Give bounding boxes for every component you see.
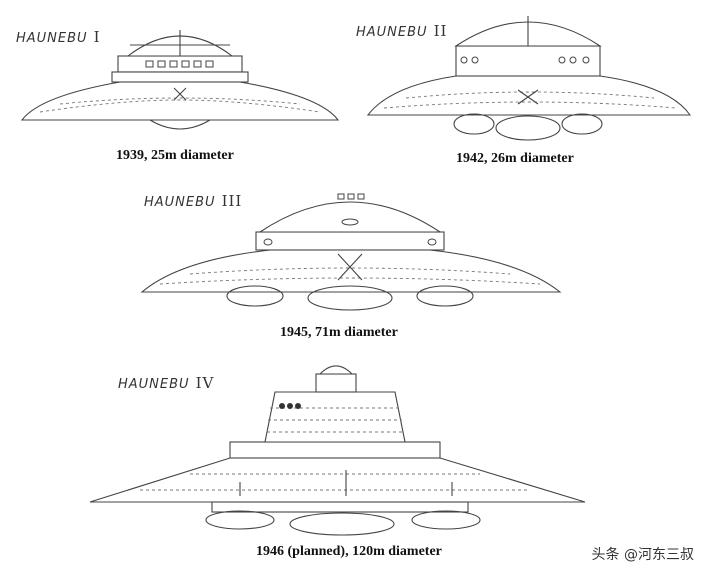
- panel-haunebu-3: HAUNEBU III 1945, 71m diameter: [120, 180, 580, 350]
- panel-title: HAUNEBU I: [16, 28, 101, 46]
- caption: 1939, 25m diameter: [116, 148, 234, 163]
- haunebu-2-drawing: [366, 16, 692, 141]
- watermark: 头条 @河东三叔: [591, 547, 694, 563]
- title-numeral: IV: [195, 374, 215, 392]
- title-numeral: III: [221, 192, 243, 210]
- title-text: HAUNEBU: [144, 195, 216, 210]
- panel-haunebu-4: HAUNEBU IV 1946 (planned), 120m diameter: [80, 350, 600, 565]
- haunebu-4-drawing: [89, 365, 586, 536]
- panel-title: HAUNEBU II: [356, 22, 447, 40]
- panel-haunebu-2: HAUNEBU II 1942, 26m diameter: [350, 0, 706, 170]
- haunebu-1-drawing: [20, 30, 340, 130]
- title-numeral: II: [433, 22, 448, 40]
- panel-haunebu-1: HAUNEBU I 1939, 25m diameter: [0, 0, 350, 170]
- title-text: HAUNEBU: [16, 31, 88, 46]
- panel-title: HAUNEBU III: [144, 192, 242, 210]
- haunebu-3-drawing: [140, 193, 562, 311]
- caption: 1946 (planned), 120m diameter: [256, 544, 442, 559]
- panel-title: HAUNEBU IV: [118, 374, 214, 392]
- caption: 1942, 26m diameter: [456, 151, 574, 166]
- caption: 1945, 71m diameter: [280, 325, 398, 340]
- title-text: HAUNEBU: [356, 25, 428, 40]
- title-numeral: I: [93, 28, 101, 46]
- title-text: HAUNEBU: [118, 377, 190, 392]
